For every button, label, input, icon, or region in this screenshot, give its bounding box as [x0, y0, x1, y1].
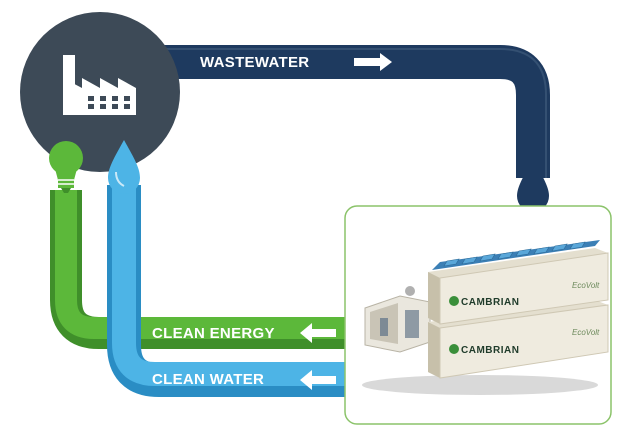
wastewater-arrow-icon [354, 53, 392, 71]
wastewater-drop-icon [517, 160, 549, 212]
side-module [364, 286, 431, 353]
wastewater-label: WASTEWATER [200, 54, 309, 71]
water-drop-icon [108, 140, 140, 194]
clean-energy-label: CLEAN ENERGY [152, 325, 275, 342]
clean-water-pipe: CLEAN WATER [107, 185, 370, 397]
product-name-lower: EcoVolt [572, 328, 600, 337]
lightbulb-icon [49, 141, 83, 193]
brand-mark-upper: CAMBRIAN EcoVolt [449, 281, 600, 308]
brand-mark-lower: CAMBRIAN EcoVolt [449, 328, 600, 356]
container-lower [428, 300, 609, 379]
clean-water-label: CLEAN WATER [152, 371, 264, 388]
treatment-system-panel: CAMBRIAN EcoVolt CAMBRIAN EcoVolt [344, 205, 612, 425]
clean-energy-pipe: CLEAN ENERGY [50, 190, 370, 349]
wastewater-pipe: WASTEWATER [150, 45, 550, 212]
container-upper [428, 240, 609, 325]
brand-name-lower: CAMBRIAN [461, 345, 519, 356]
product-name-upper: EcoVolt [572, 281, 600, 290]
clean-energy-arrow-icon [300, 323, 336, 343]
clean-water-arrow-icon [300, 370, 336, 390]
factory-icon [63, 55, 136, 115]
factory-node [20, 12, 180, 172]
brand-name-upper: CAMBRIAN [461, 297, 519, 308]
